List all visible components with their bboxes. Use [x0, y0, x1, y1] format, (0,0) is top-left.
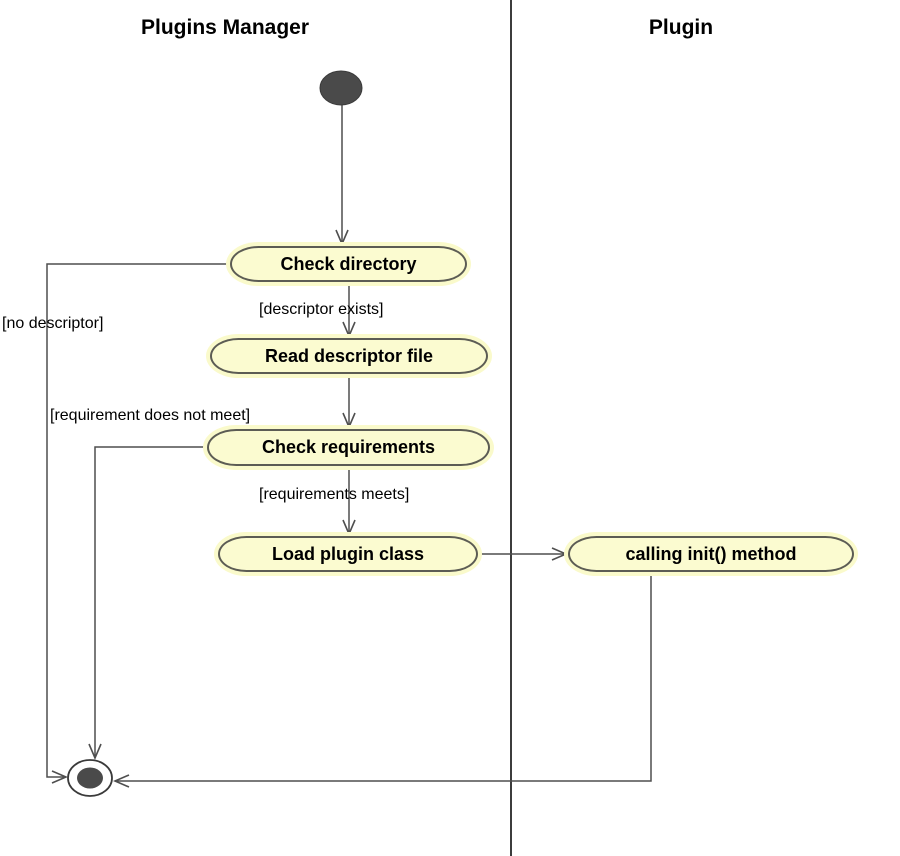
guard-requirements-meets: [requirements meets]	[259, 486, 410, 503]
guard-no-descriptor: [no descriptor]	[2, 315, 104, 332]
guard-requirement-does-not-meet: [requirement does not meet]	[50, 407, 251, 424]
edge-calling-init-to-final	[115, 572, 652, 781]
activity-load-plugin-class: Load plugin class	[218, 536, 478, 572]
edge-no-descriptor-to-final	[46, 263, 230, 777]
lane-title-plugin: Plugin	[648, 16, 714, 39]
lane-title-plugins-manager: Plugins Manager	[140, 16, 310, 39]
final-state-node	[77, 767, 103, 789]
activity-calling-init-method: calling init() method	[568, 536, 854, 572]
activity-check-directory: Check directory	[230, 246, 467, 282]
activity-check-requirements: Check requirements	[207, 429, 490, 466]
activity-read-descriptor-file: Read descriptor file	[210, 338, 488, 374]
guard-descriptor-exists: [descriptor exists]	[259, 301, 384, 318]
edge-requirement-not-met-to-final	[95, 446, 207, 758]
initial-state-node	[319, 70, 363, 106]
